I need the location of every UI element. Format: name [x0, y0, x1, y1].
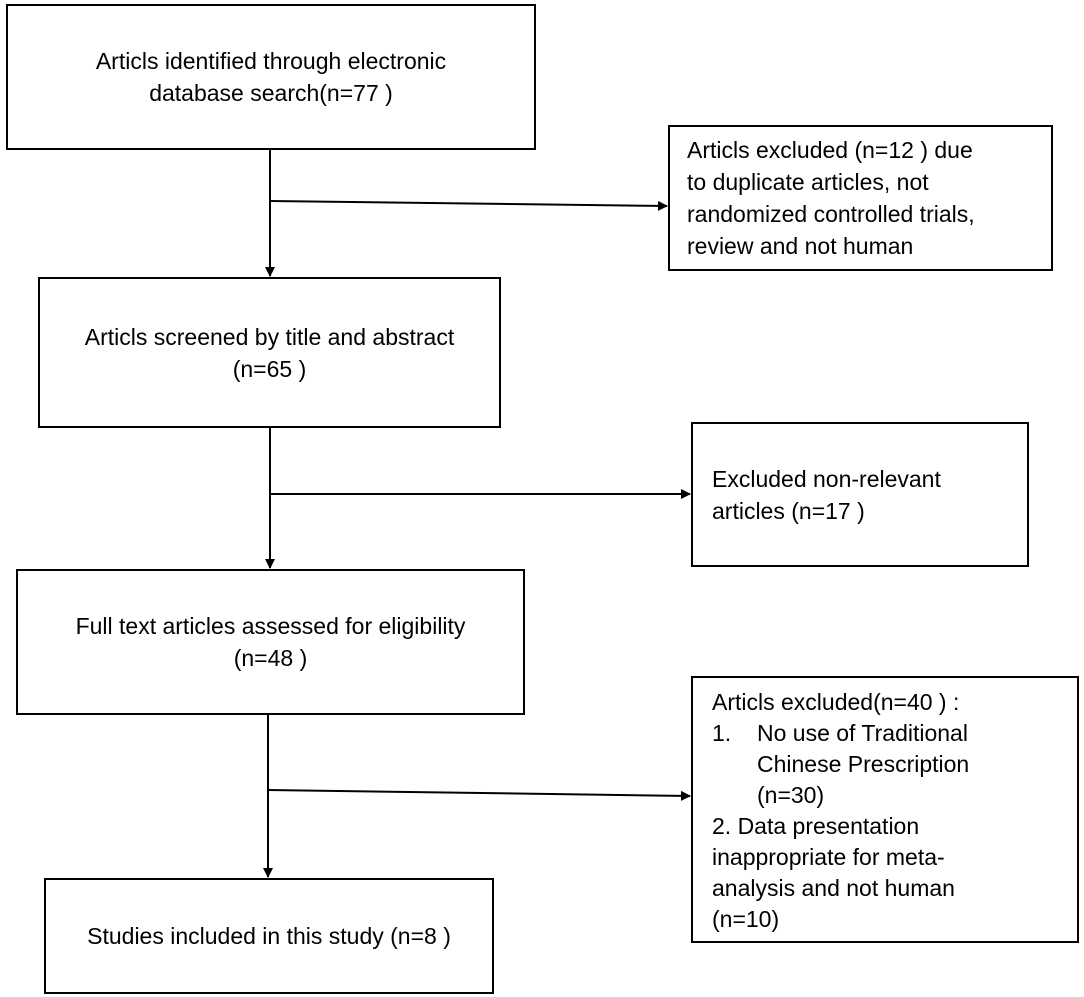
excluded-final-item2-line2: inappropriate for meta-: [712, 844, 945, 870]
fulltext-line2: (n=48 ): [233, 645, 308, 671]
excluded-final-item2-line3: analysis and not human: [712, 875, 955, 901]
excluded-final-header: Articls excluded(n=40 ) :: [712, 689, 960, 715]
excluded-final-item1-number: 1.: [712, 720, 732, 746]
identified-line2: database search(n=77 ): [149, 80, 393, 106]
excluded-duplicates-line4: review and not human: [687, 233, 914, 259]
excluded-final-item2-line1: 2. Data presentation: [712, 813, 920, 839]
included-line1: Studies included in this study (n=8 ): [87, 923, 451, 949]
box-screened: Articls screened by title and abstract (…: [38, 277, 501, 428]
box-identified: Articls identified through electronic da…: [6, 4, 536, 150]
excluded-nonrelevant-line1: Excluded non-relevant: [712, 465, 941, 492]
box-excluded-nonrelevant: Excluded non-relevant articles (n=17 ): [691, 422, 1029, 567]
excluded-duplicates-line1: Articls excluded (n=12 ) due: [687, 137, 973, 163]
excluded-duplicates-line3: randomized controlled trials,: [687, 201, 975, 227]
arrow-to-excluded-duplicates: [269, 200, 668, 211]
excluded-final-item1-line2: Chinese Prescription: [757, 751, 970, 777]
excluded-final-item1-line1: No use of Traditional: [757, 720, 968, 746]
screened-line1: Articls screened by title and abstract: [84, 323, 455, 350]
excluded-nonrelevant-line2: articles (n=17 ): [712, 497, 865, 524]
box-fulltext: Full text articles assessed for eligibil…: [16, 569, 525, 715]
excluded-duplicates-line2: to duplicate articles, not: [687, 169, 929, 195]
box-excluded-final: Articls excluded(n=40 ) : 1. No use of T…: [691, 676, 1079, 943]
excluded-final-item1-line3: (n=30): [757, 782, 825, 808]
screened-line2: (n=65 ): [232, 355, 307, 382]
box-included: Studies included in this study (n=8 ): [44, 878, 494, 994]
fulltext-line1: Full text articles assessed for eligibil…: [75, 613, 466, 639]
identified-line1: Articls identified through electronic: [95, 48, 447, 74]
box-excluded-duplicates: Articls excluded (n=12 ) due to duplicat…: [668, 125, 1053, 271]
arrow-to-excluded-final: [267, 789, 691, 801]
excluded-final-item1: 1. No use of Traditional: [712, 718, 1077, 749]
excluded-final-item2-line4: (n=10): [712, 906, 780, 932]
